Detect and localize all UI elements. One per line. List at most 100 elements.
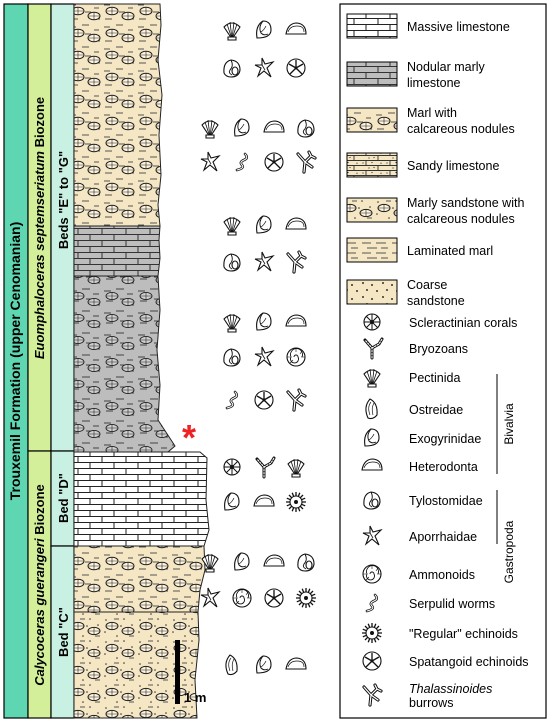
- tylostomid-icon: [297, 553, 315, 572]
- scale-bar: 1 m: [175, 640, 206, 705]
- legend-fossil-label: Tylostomidae: [409, 494, 483, 508]
- scale-bar-line: [175, 640, 180, 704]
- tylostomid-icon: [297, 119, 315, 138]
- spatangoid-icon: [264, 152, 284, 172]
- log-unit-marl-middle: [73, 545, 206, 613]
- pectinida-icon: [201, 553, 219, 573]
- pectinida-icon: [201, 119, 219, 139]
- legend-fossils: Scleractinian corals Bryozoans Pectinida…: [361, 313, 529, 710]
- legend-fossil-item: Bryozoans: [363, 337, 468, 360]
- legend-fossil-item: Ostreidae: [365, 398, 463, 420]
- heterodonta-icon: [361, 458, 383, 471]
- aporrhaid-icon: [254, 57, 275, 78]
- pectinida-icon: [223, 313, 241, 333]
- legend-lithology-label: calcareous nodules: [407, 212, 515, 226]
- heterodonta-icon: [285, 22, 307, 35]
- legend-fossil-item: Spatangoid echinoids: [362, 651, 529, 671]
- heterodonta-icon: [253, 494, 275, 507]
- tylostomid-icon: [223, 348, 241, 367]
- legend-lithology-item: Nodular marly limestone: [346, 60, 486, 90]
- bed-column: Beds "E" to "G" Bed "D" Bed "C": [50, 3, 75, 719]
- coral-icon: [223, 458, 241, 476]
- thalassinoides-icon: [296, 150, 317, 174]
- spatangoid-icon: [286, 58, 306, 78]
- laminated-marl-swatch: [346, 237, 398, 263]
- legend-fossil-item: Heterodonta: [361, 458, 478, 474]
- exogyra-icon: [256, 312, 272, 331]
- exogyra-icon: [234, 118, 250, 137]
- legend-fossil-label: Ostreidae: [409, 403, 463, 417]
- biozone-lower-label: Calycoceras guerangeri Biozone: [32, 484, 47, 686]
- biozone-upper-label: Euomphaloceras septemseriatum Biozone: [32, 97, 47, 359]
- legend-fossil-label: Bryozoans: [409, 342, 468, 356]
- heterodonta-icon: [285, 314, 307, 327]
- legend-fossil-item: Ammonoids: [362, 564, 475, 584]
- bed-lower-label: Bed "C": [56, 607, 71, 657]
- legend-lithology-item: Laminated marl: [346, 237, 493, 263]
- legend-fossil-item: Tylostomidae: [363, 491, 483, 510]
- legend-lithology-label: limestone: [407, 76, 461, 90]
- log-unit-massive-limestone: [73, 451, 210, 547]
- ostreidae-icon: [365, 398, 378, 420]
- legend-fossil-label: Aporrhaidae: [409, 530, 477, 544]
- exogyra-icon: [256, 655, 272, 674]
- pectinida-icon: [287, 458, 305, 478]
- serpulid-icon: [235, 152, 249, 172]
- marly-sandstone-swatch: [346, 197, 398, 223]
- heterodonta-icon: [285, 217, 307, 230]
- thalassinoides-icon: [362, 683, 383, 707]
- scale-bar-label: 1 m: [184, 690, 206, 705]
- ostreidae-icon: [225, 654, 238, 676]
- legend-lithology-label: Nodular marly: [407, 60, 486, 74]
- legend-lithology-label: calcareous nodules: [407, 122, 515, 136]
- legend-lithology-item: Marl with calcareous nodules: [346, 106, 515, 136]
- log-unit-marly-limestone: [73, 225, 161, 277]
- tylostomid-icon: [223, 253, 241, 272]
- spatangoid-icon: [254, 390, 274, 410]
- coral-icon: [363, 313, 381, 331]
- legend-fossil-label: "Regular" echinoids: [409, 627, 518, 641]
- legend-fossil-item: Aporrhaidae: [362, 525, 477, 546]
- legend-fossil-item: Pectinida: [363, 368, 460, 388]
- exogyra-icon: [256, 215, 272, 234]
- legend-fossil-item: Serpulid worms: [365, 593, 495, 613]
- pectinida-icon: [223, 216, 241, 236]
- legend-fossil-label: Exogyrinidae: [409, 432, 481, 446]
- legend-fossil-label: Pectinida: [409, 371, 460, 385]
- bed-upper-label: Beds "E" to "G": [56, 151, 71, 249]
- legend-lithology-item: Massive limestone: [346, 13, 510, 39]
- legend-fossil-item: "Regular" echinoids: [362, 623, 518, 643]
- bryozoan-icon: [363, 337, 384, 360]
- thalassinoides-icon: [286, 388, 307, 412]
- gastropoda-label: Gastropoda: [502, 520, 516, 583]
- bryozoan-icon: [255, 456, 276, 479]
- log-unit-nodular-marly: [73, 275, 176, 453]
- legend-lithology-label: Marl with: [407, 106, 457, 120]
- aporrhaid-icon: [254, 251, 275, 272]
- legend-lithology-label: Marly sandstone with: [407, 196, 524, 210]
- legend-fossil-label: Serpulid worms: [409, 597, 495, 611]
- legend-lithology-label: Coarse: [407, 278, 447, 292]
- aporrhaid-icon: [200, 151, 221, 172]
- spatangoid-icon: [362, 651, 382, 671]
- thalassinoides-icon: [286, 250, 307, 274]
- legend-lithology-item: Marly sandstone with calcareous nodules: [346, 196, 524, 226]
- spatangoid-icon: [264, 588, 284, 608]
- aporrhaid-icon: [254, 346, 275, 367]
- ammonoid-icon: [232, 588, 252, 608]
- sandy-limestone-swatch: [346, 152, 398, 178]
- bed-middle-label: Bed "D": [56, 473, 71, 523]
- massive-limestone-swatch: [346, 13, 398, 39]
- ammonoid-icon: [286, 347, 306, 367]
- legend-fossil-label: Ammonoids: [409, 568, 475, 582]
- bivalvia-label: Bivalvia: [502, 403, 516, 445]
- legend-lithology-label: sandstone: [407, 294, 465, 308]
- formation-column: Trouxemil Formation (upper Cenomanian): [3, 3, 29, 719]
- nodular-marly-limestone-swatch: [346, 61, 398, 87]
- exogyra-icon: [234, 552, 250, 571]
